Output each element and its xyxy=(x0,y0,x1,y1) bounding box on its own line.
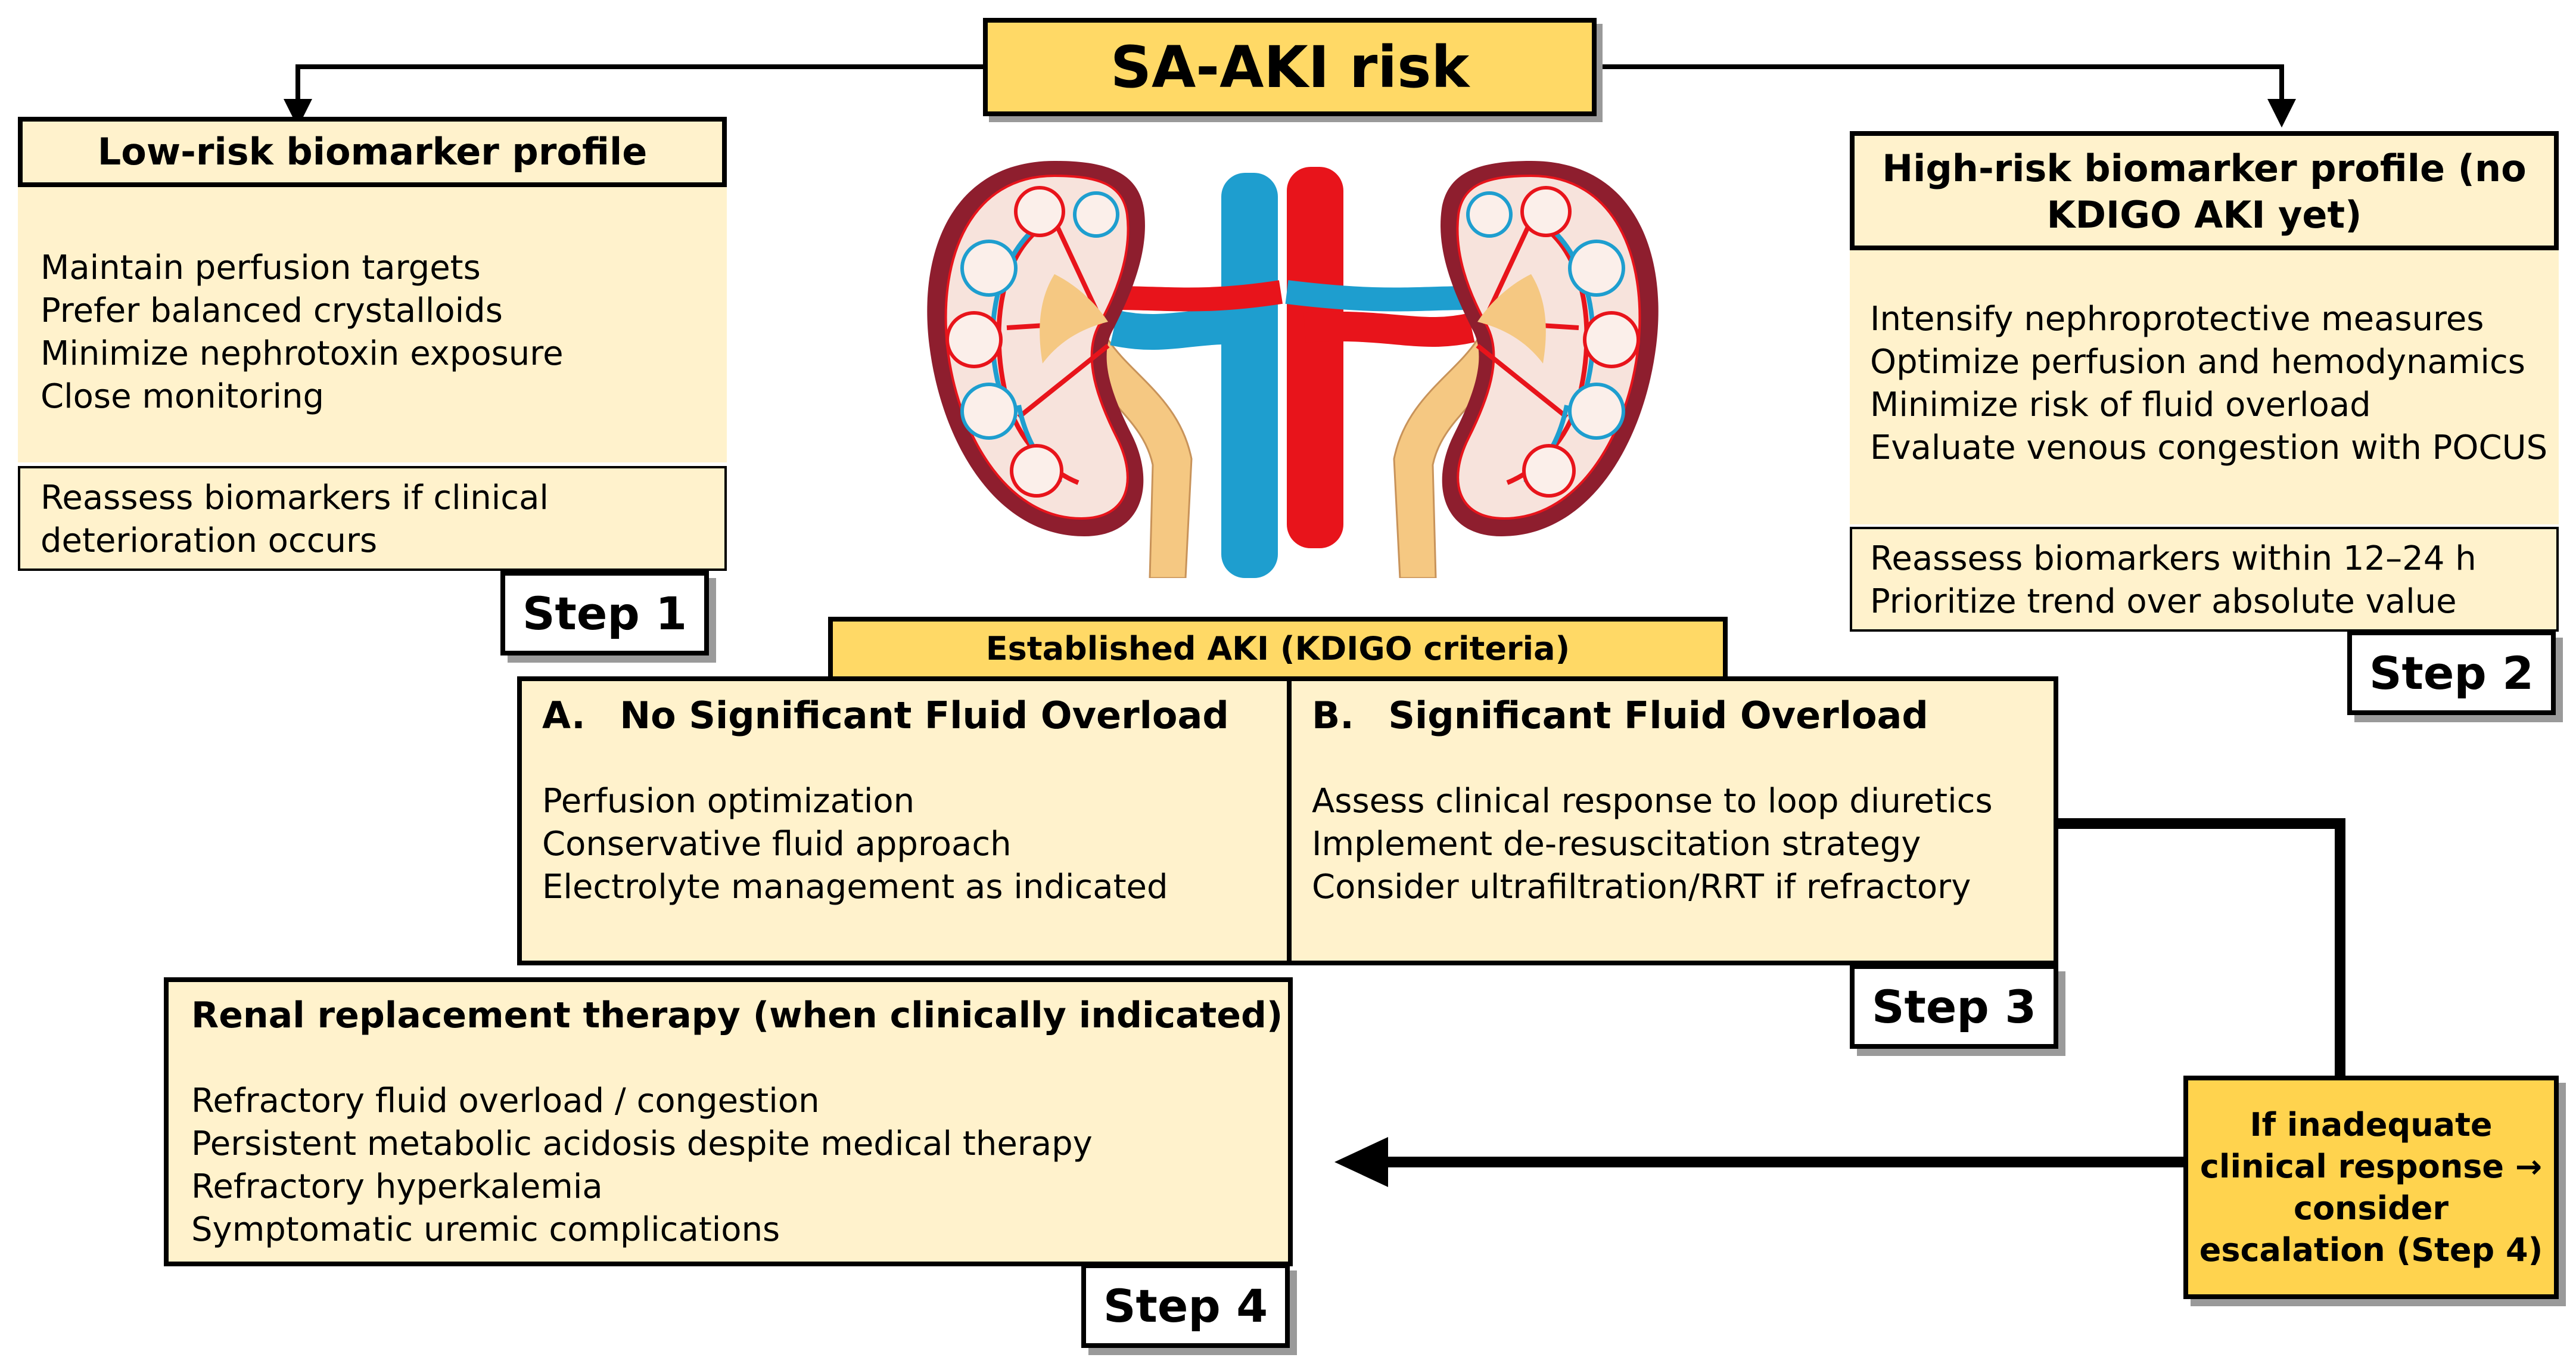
vena-cava xyxy=(1221,173,1278,578)
aorta xyxy=(1287,167,1343,548)
list-item: Persistent metabolic acidosis despite me… xyxy=(191,1124,1093,1163)
list-item: Intensify nephroprotective measures xyxy=(1870,300,2484,338)
step-2-text: Step 2 xyxy=(2369,646,2534,700)
title-to-high-risk-arrow xyxy=(1597,64,2296,128)
title-box: SA-AKI risk xyxy=(983,18,1597,116)
low-risk-items: Maintain perfusion targets Prefer balanc… xyxy=(18,187,727,462)
overload-to-escalation-line xyxy=(2058,818,2345,1079)
escalation-box: If inadequate clinical response → consid… xyxy=(2183,1076,2559,1299)
high-risk-reassess-box: Reassess biomarkers within 12–24 h Prior… xyxy=(1850,527,2559,632)
list-item: Evaluate venous congestion with POCUS xyxy=(1870,428,2548,467)
list-item: Refractory fluid overload / congestion xyxy=(191,1082,820,1120)
high-risk-items: Intensify nephroprotective measures Opti… xyxy=(1850,250,2559,524)
page-title: SA-AKI risk xyxy=(1110,34,1470,101)
reassess-line: Prioritize trend over absolute value xyxy=(1870,582,2457,621)
list-item: Electrolyte management as indicated xyxy=(542,868,1168,906)
escalation-to-rrt-arrowhead xyxy=(1334,1137,1388,1187)
list-item: Conservative fluid approach xyxy=(542,825,1012,863)
reassess-line: deterioration occurs xyxy=(41,521,378,560)
list-item: Refractory hyperkalemia xyxy=(191,1167,603,1206)
step-4-label: Step 4 xyxy=(1081,1263,1290,1348)
low-risk-reassess-box: Reassess biomarkers if clinical deterior… xyxy=(18,466,727,571)
step-1-label: Step 1 xyxy=(500,571,709,656)
left-kidney xyxy=(927,161,1145,536)
title-to-low-risk-arrow xyxy=(284,64,983,128)
list-item: Symptomatic uremic complications xyxy=(191,1210,780,1249)
col-b-title-text: Significant Fluid Overload xyxy=(1388,694,1928,737)
list-item: Minimize risk of fluid overload xyxy=(1870,386,2371,424)
col-b-letter: B. xyxy=(1312,694,1354,737)
list-item: Perfusion optimization xyxy=(542,782,915,821)
list-item: Close monitoring xyxy=(41,377,325,416)
col-a-title: A. No Significant Fluid Overload xyxy=(542,694,1287,737)
step-4-text: Step 4 xyxy=(1103,1279,1268,1332)
rrt-title: Renal replacement therapy (when clinical… xyxy=(191,995,1283,1036)
list-item: Assess clinical response to loop diureti… xyxy=(1312,782,1993,821)
kidney-illustration xyxy=(927,161,1659,578)
list-item: Implement de-resuscitation strategy xyxy=(1312,825,1921,863)
escalation-line: escalation (Step 4) xyxy=(2199,1231,2543,1269)
step-3-text: Step 3 xyxy=(1871,980,2037,1033)
col-b-box: B. Significant Fluid Overload Assess cli… xyxy=(1287,676,2058,965)
right-kidney xyxy=(1441,161,1659,536)
step-1-text: Step 1 xyxy=(522,586,687,640)
list-item: Minimize nephrotoxin exposure xyxy=(41,334,564,373)
high-risk-header-line: KDIGO AKI yet) xyxy=(2046,193,2362,237)
list-item: Optimize perfusion and hemodynamics xyxy=(1870,343,2525,381)
escalation-line: consider xyxy=(2293,1189,2449,1227)
reassess-line: Reassess biomarkers if clinical xyxy=(41,479,549,517)
step-3-label: Step 3 xyxy=(1850,964,2058,1049)
rrt-box: Renal replacement therapy (when clinical… xyxy=(164,977,1293,1266)
col-a-letter: A. xyxy=(542,694,586,737)
list-item: Prefer balanced crystalloids xyxy=(41,291,503,330)
established-header: Established AKI (KDIGO criteria) xyxy=(828,617,1728,681)
col-b-title: B. Significant Fluid Overload xyxy=(1312,694,2054,737)
high-risk-header: High-risk biomarker profile (no KDIGO AK… xyxy=(1850,131,2559,250)
col-a-box: A. No Significant Fluid Overload Perfusi… xyxy=(517,676,1292,965)
escalation-line: clinical response → xyxy=(2199,1148,2543,1185)
reassess-line: Reassess biomarkers within 12–24 h xyxy=(1870,539,2477,578)
low-risk-header: Low-risk biomarker profile xyxy=(18,117,727,187)
step-2-label: Step 2 xyxy=(2347,630,2556,715)
escalation-line: If inadequate xyxy=(2250,1106,2493,1144)
list-item: Maintain perfusion targets xyxy=(41,248,481,287)
high-risk-header-line: High-risk biomarker profile (no xyxy=(1882,147,2527,190)
established-header-text: Established AKI (KDIGO criteria) xyxy=(985,630,1570,667)
list-item: Consider ultrafiltration/RRT if refracto… xyxy=(1312,868,1971,906)
low-risk-header-text: Low-risk biomarker profile xyxy=(97,130,648,173)
col-a-title-text: No Significant Fluid Overload xyxy=(620,694,1229,737)
